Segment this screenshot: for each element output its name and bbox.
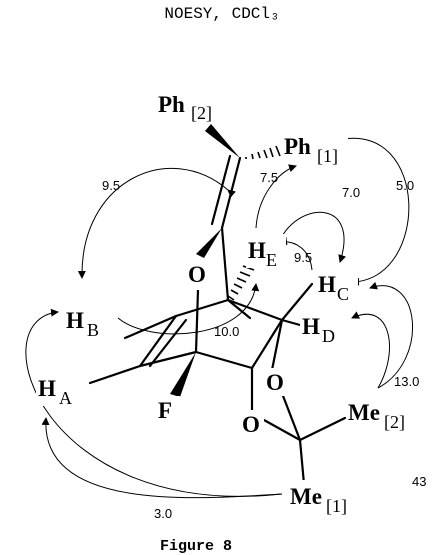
- bond-ring-5: [138, 350, 198, 368]
- hd-subscript: D: [322, 326, 335, 346]
- arrow-he-hc-7: [273, 211, 346, 263]
- dioxolane-oxygen-left: O: [242, 412, 260, 437]
- hb-subscript: B: [87, 320, 99, 340]
- figure-caption: Figure 8: [160, 538, 232, 555]
- alkene-bond-1: [220, 156, 242, 230]
- ha-label: H: [38, 376, 56, 401]
- he-subscript: E: [266, 250, 277, 270]
- arrow-me2-hc: [369, 281, 414, 389]
- dioxolane-oxygen-right: O: [266, 370, 284, 395]
- noe-label-ha-me1: 3.0: [154, 506, 172, 521]
- bond-hb: [123, 314, 178, 340]
- page-number: 43: [412, 474, 426, 489]
- wedge-ph2: [205, 124, 240, 158]
- bond-hd: [280, 318, 302, 327]
- noe-label-he-ph1: 7.5: [260, 170, 278, 185]
- bond-ha: [88, 364, 142, 385]
- bond-ring-1: [174, 298, 230, 318]
- hash-ph1: [245, 145, 281, 160]
- bridge-oxygen: O: [188, 262, 206, 287]
- me2-subscript: [2]: [384, 412, 405, 432]
- arrow-me2-hd: [351, 311, 390, 389]
- ph1-subscript: [1]: [317, 146, 338, 166]
- molecule-bonds: [88, 124, 347, 486]
- bond-ring-2: [226, 298, 284, 322]
- alkene-ring-1: [138, 314, 178, 368]
- wedge-f: [170, 352, 196, 397]
- alkene-ring-2: [148, 318, 188, 368]
- diagram-title: NOESY, CDCl₃: [164, 5, 279, 23]
- noe-label-he-hc-95: 9.5: [294, 250, 312, 265]
- bond-ring-3: [226, 298, 252, 320]
- arrow-me1-hb: [25, 308, 283, 497]
- hd-label: H: [302, 314, 320, 339]
- bond-o-cme2: [278, 386, 302, 442]
- he-label: H: [248, 238, 266, 263]
- noe-arrows: [25, 137, 414, 499]
- atom-labels: Ph [2] Ph [1] O H E H C H B H D H A F O …: [36, 88, 426, 516]
- arrow-hb-he: [117, 283, 260, 335]
- ph2-subscript: [2]: [191, 103, 212, 123]
- hash-he: [227, 265, 255, 301]
- noe-label-hc-ph1: 5.0: [396, 178, 414, 193]
- bond-me1: [298, 438, 306, 486]
- hc-subscript: C: [337, 284, 349, 304]
- me1-subscript: [1]: [326, 496, 347, 516]
- fluorine-label: F: [158, 398, 172, 423]
- noe-labels: 9.5 7.5 5.0 7.0 9.5 10.0 13.0 3.0: [102, 170, 419, 521]
- bond-ring-4: [250, 318, 284, 370]
- noe-label-hb-ph1: 9.5: [102, 178, 120, 193]
- ph1-label: Ph: [284, 134, 311, 159]
- arrow-he-ph1: [255, 164, 297, 229]
- ph2-label: Ph: [158, 92, 185, 117]
- bond-ring-o: [270, 318, 284, 372]
- bond-c-ch: [220, 226, 230, 302]
- bond-ring-6: [194, 350, 254, 370]
- hc-label: H: [318, 272, 336, 297]
- noe-label-he-hc-7: 7.0: [342, 185, 360, 200]
- hb-label: H: [66, 308, 84, 333]
- bond-o-cme: [262, 418, 302, 442]
- ha-subscript: A: [59, 388, 72, 408]
- wedge-o: [196, 228, 222, 258]
- noe-label-me2: 13.0: [394, 374, 419, 389]
- bond-me2: [298, 416, 347, 442]
- me2-label: Me: [348, 400, 380, 425]
- bond-hc: [280, 282, 314, 322]
- noe-label-hb-he: 10.0: [214, 324, 239, 339]
- arrow-hc-ph1: [330, 137, 410, 286]
- arrow-hb-ph1: [77, 167, 236, 279]
- me1-label: Me: [290, 484, 322, 509]
- bond-o-c: [194, 288, 200, 354]
